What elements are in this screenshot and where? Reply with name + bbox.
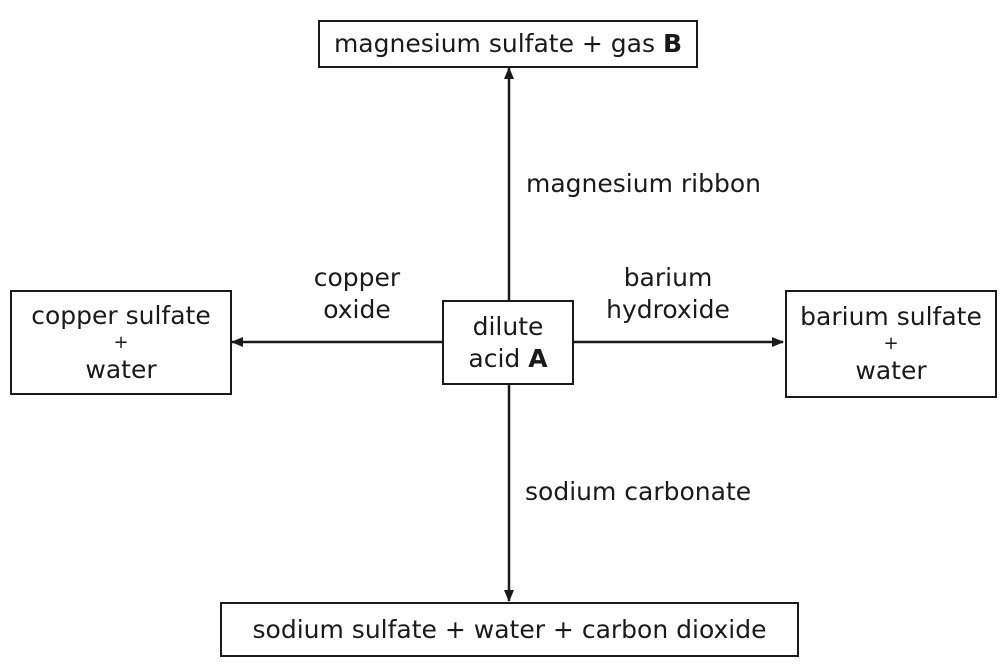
product-box-barium: barium sulfate + water (785, 290, 997, 398)
reagent-barium-hydroxide: barium hydroxide (606, 263, 730, 324)
product-box-sodium: sodium sulfate + water + carbon dioxide (220, 602, 799, 657)
reagent-magnesium-ribbon: magnesium ribbon (526, 169, 761, 198)
product-sodium-text: sodium sulfate + water + carbon dioxide (252, 614, 767, 644)
product-box-magnesium: magnesium sulfate + gas B (318, 20, 698, 68)
center-line1: dilute (472, 311, 544, 341)
acid-a-label: A (528, 343, 548, 373)
barium-line1: barium sulfate (800, 302, 982, 331)
copper-line1: copper sulfate (31, 300, 211, 330)
copper-line3: water (85, 354, 157, 384)
center-box-dilute-acid: dilute acid A (442, 300, 574, 385)
product-magnesium-text: magnesium sulfate + gas B (333, 29, 683, 58)
reagent-sodium-carbonate: sodium carbonate (525, 477, 752, 506)
center-line2: acid A (468, 343, 548, 373)
barium-plus: + (883, 333, 899, 354)
reagent-copper-oxide: copper oxide (313, 263, 401, 324)
gas-b-label: B (662, 29, 683, 58)
copper-plus: + (113, 331, 129, 353)
product-box-copper: copper sulfate + water (10, 290, 232, 395)
barium-line3: water (855, 356, 927, 385)
